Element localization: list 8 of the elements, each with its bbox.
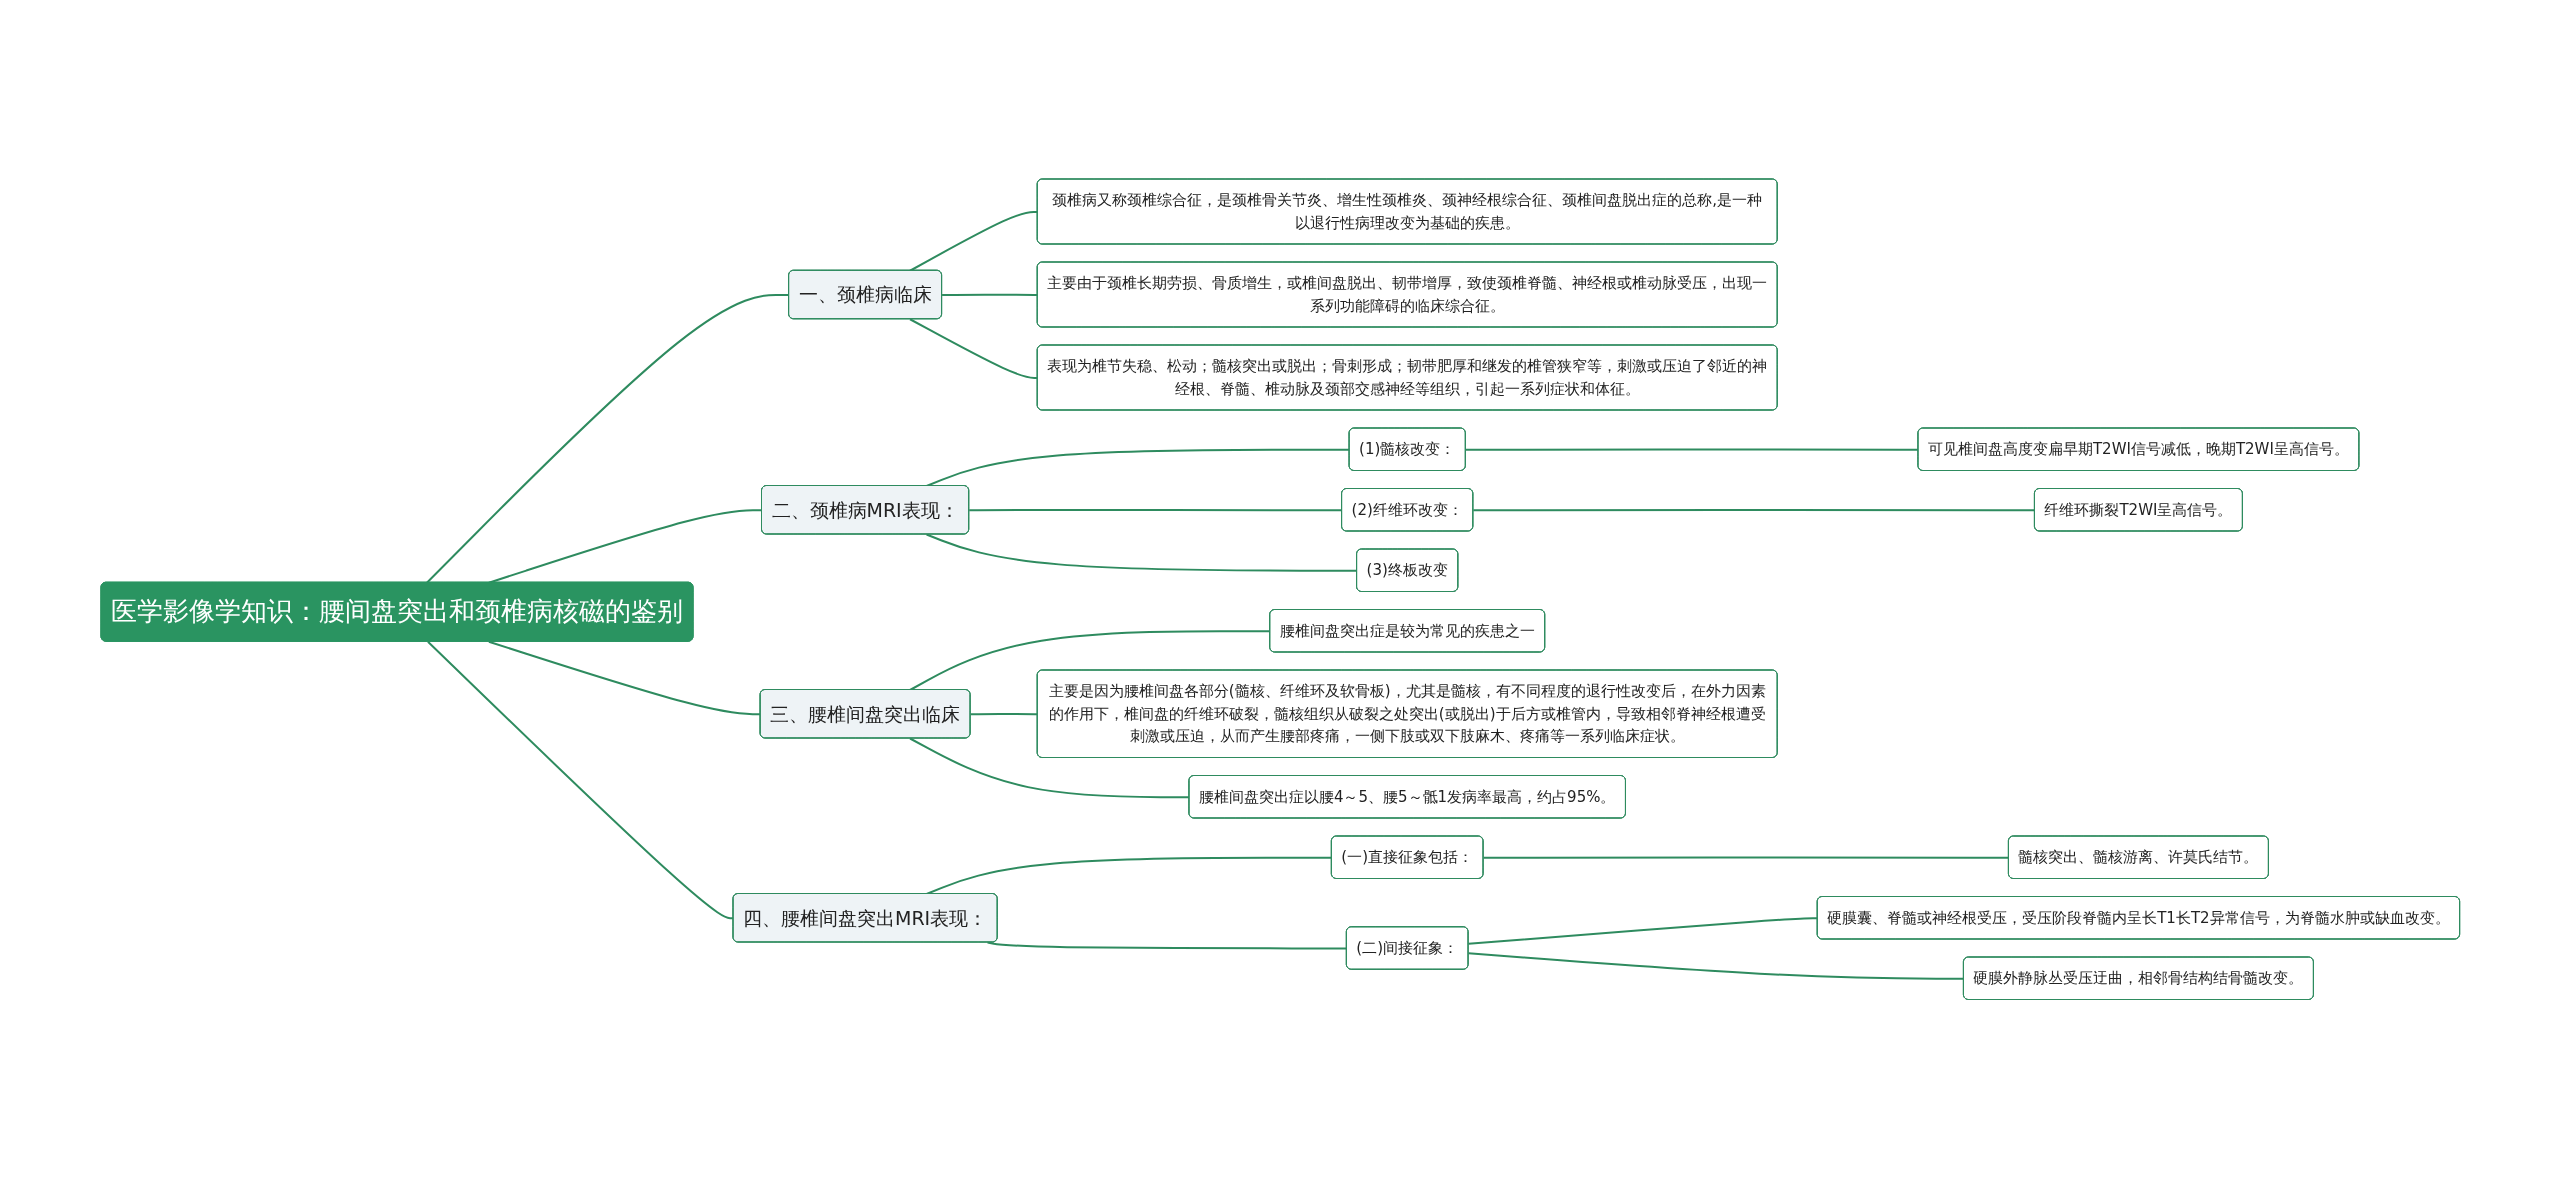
- connector: [925, 533, 1358, 572]
- connector: [967, 508, 1343, 511]
- connector: [1467, 951, 1965, 980]
- connector: [986, 941, 1348, 950]
- connector: [1472, 508, 2036, 511]
- connector: [908, 629, 1271, 691]
- connector: [425, 293, 790, 584]
- connector: [1482, 856, 2010, 859]
